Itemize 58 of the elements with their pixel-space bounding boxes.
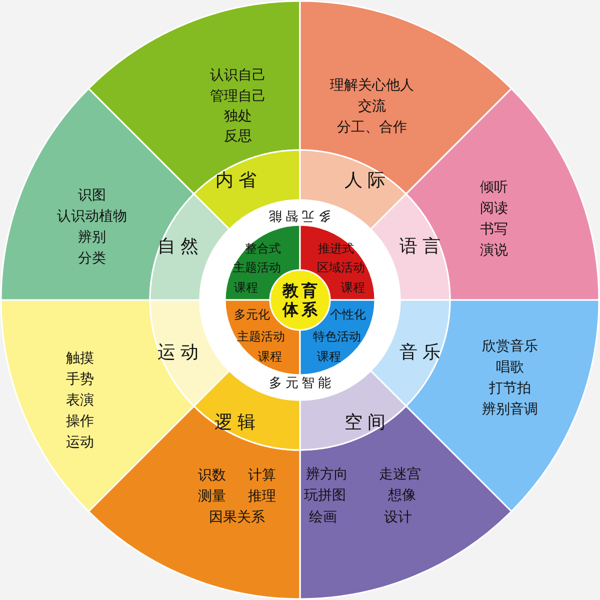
course-text: 课程 <box>234 281 258 295</box>
course-text: 特色活动 <box>313 330 361 344</box>
activity-text: 分类 <box>78 251 106 267</box>
activity-text: 识数 <box>198 468 226 484</box>
activity-text: 操作 <box>66 414 94 430</box>
course-text: 区域活动 <box>317 261 365 275</box>
sector-label: 逻辑 <box>213 413 262 433</box>
activity-text: 阅读 <box>480 201 508 217</box>
activity-text: 认识自己 <box>210 68 266 84</box>
sector-label: 运动 <box>156 343 204 363</box>
activity-text: 打节拍 <box>489 381 531 397</box>
activity-text: 倾听 <box>480 180 508 196</box>
activity-text: 唱歌 <box>496 360 524 376</box>
activity-text: 测量 <box>198 489 226 505</box>
activity-text: 表演 <box>66 393 94 409</box>
course-text: 主题活动 <box>237 330 285 344</box>
activity-text: 分工、合作 <box>337 120 407 136</box>
course-text: 多元化 <box>234 308 270 322</box>
activity-text: 理解关心他人 <box>330 78 414 94</box>
course-text: 课程 <box>258 350 282 364</box>
center-title: 教育体系 <box>281 280 322 320</box>
activity-text: 独处 <box>224 109 252 125</box>
course-text: 推进式 <box>318 242 354 256</box>
sector-label: 音乐 <box>398 343 446 363</box>
activity-text: 演说 <box>480 243 508 259</box>
activity-text: 反思 <box>224 129 252 145</box>
course-text: 主题活动 <box>233 261 281 275</box>
activity-text: 书写 <box>480 222 508 238</box>
activity-text: 因果关系 <box>209 510 265 526</box>
activity-text: 绘画 <box>309 510 337 526</box>
activity-text: 触摸 <box>66 351 94 367</box>
sector-label: 空间 <box>343 413 392 433</box>
activity-text: 走迷宫 <box>379 467 421 483</box>
activity-text: 设计 <box>384 510 412 526</box>
activity-text: 管理自己 <box>210 89 266 105</box>
course-text: 整合式 <box>245 242 281 256</box>
activity-text: 交流 <box>358 99 386 115</box>
sector-label: 自然 <box>156 237 204 257</box>
activity-text: 识图 <box>78 188 106 204</box>
activity-text: 想像 <box>388 488 416 504</box>
activity-text: 辨别 <box>78 230 106 246</box>
course-text: 课程 <box>317 350 341 364</box>
ring-label: 多元智能 <box>268 376 334 392</box>
course-text: 课程 <box>341 281 365 295</box>
sector-label: 人际 <box>343 171 392 191</box>
sector-label: 内省 <box>214 171 262 191</box>
activity-text: 认识动植物 <box>57 209 127 225</box>
activity-text: 推理 <box>248 489 276 505</box>
activity-text: 辨方向 <box>306 467 348 483</box>
activity-text: 手势 <box>66 372 94 388</box>
activity-text: 计算 <box>248 468 276 484</box>
ring-label: 多元智能 <box>266 208 332 222</box>
activity-text: 欣赏音乐 <box>482 339 538 355</box>
activity-text: 运动 <box>66 435 94 451</box>
course-text: 个性化 <box>330 308 366 322</box>
sector-label: 语言 <box>398 237 446 257</box>
activity-text: 玩拼图 <box>304 488 346 504</box>
activity-text: 辨别音调 <box>482 402 538 418</box>
